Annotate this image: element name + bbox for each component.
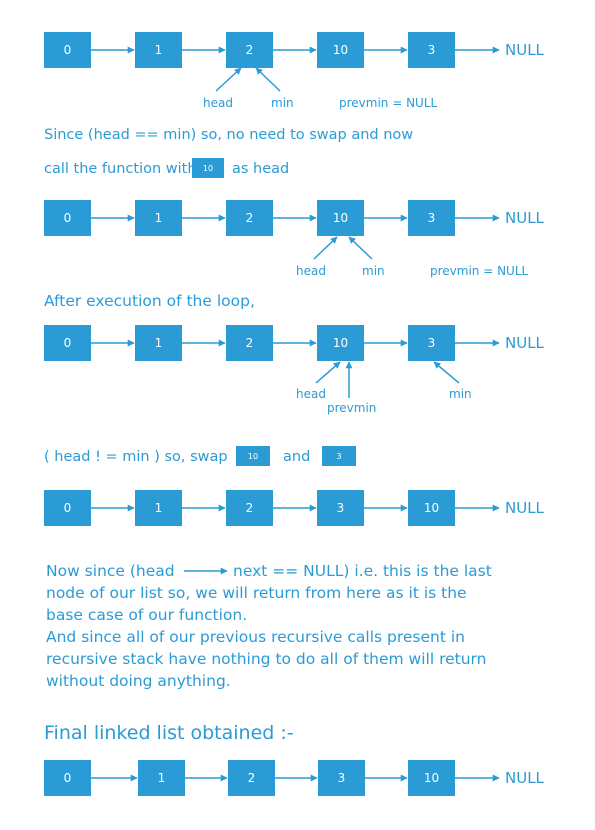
prevmin-label: prevmin = NULL [430,264,529,278]
list-node-value: 0 [64,211,72,225]
swap-node-box-10-label: 10 [248,452,258,461]
min-label: min [362,264,385,278]
paragraph-line-1a: Now since (head [46,562,175,580]
list-node-box [226,32,273,68]
list-node-value: 10 [333,43,348,57]
paragraph-line-2: node of our list so, we will return from… [46,584,467,602]
list-node-value: 3 [338,771,346,785]
final-list-title: Final linked list obtained :- [44,722,294,744]
list-node-box [408,490,455,526]
list-node-box [135,32,182,68]
list-node-value: 1 [155,211,163,225]
list-node-value: 3 [428,336,436,350]
list-node-box [226,325,273,361]
head-label: head [296,264,326,278]
swap-node-box-3-label: 3 [336,452,341,461]
list-node-value: 3 [428,43,436,57]
list-node-box [44,325,91,361]
pointer-arrows-step-1 [215,67,281,92]
list-node-box [408,325,455,361]
paragraph-line-4: And since all of our previous recursive … [46,628,465,646]
null-label: NULL [505,209,545,227]
linked-list-step-1: 0 1 2 10 3 NULL [44,32,545,68]
list-node-box [226,490,273,526]
linked-list-final: 0 1 2 3 10 NULL [44,760,545,796]
list-node-value: 0 [64,501,72,515]
inline-node-box-10 [192,158,224,178]
null-label: NULL [505,499,545,517]
list-node-box [317,200,364,236]
list-node-box [408,760,455,796]
explanation-line-2-tail: as head [232,161,289,177]
list-node-value: 1 [155,336,163,350]
linked-list-step-3: 0 1 2 10 3 NULL [44,325,545,361]
list-node-box [408,32,455,68]
list-node-value: 0 [64,771,72,785]
explanation-line-2: call the function with [44,161,197,177]
list-node-value: 1 [155,43,163,57]
prevmin-label: prevmin [327,401,376,415]
list-node-value: 0 [64,43,72,57]
head-pointer-arrow [315,361,341,384]
min-label: min [271,96,294,110]
list-node-value: 10 [333,211,348,225]
list-node-box [228,760,275,796]
swap-condition-text: ( head ! = min ) so, swap [44,449,228,465]
min-pointer-arrow [255,67,281,92]
list-node-box [317,490,364,526]
list-node-value: 2 [246,336,254,350]
swap-and-text: and [283,449,310,465]
min-label: min [449,387,472,401]
list-node-box [408,200,455,236]
list-node-box [226,200,273,236]
list-node-value: 10 [424,501,439,515]
paragraph-line-5: recursive stack have nothing to do all o… [46,650,486,668]
list-node-box [135,200,182,236]
head-label: head [203,96,233,110]
paragraph-line-1b: next == NULL) i.e. this is the last [233,562,492,580]
list-node-box [135,490,182,526]
inline-node-box-10-label: 10 [203,164,213,173]
min-pointer-arrow [433,361,460,384]
null-label: NULL [505,41,545,59]
list-node-value: 2 [246,43,254,57]
list-node-box [135,325,182,361]
list-node-value: 10 [333,336,348,350]
min-pointer-arrow [348,236,373,260]
pointer-arrows-step-3 [315,361,460,398]
linked-list-step-2: 0 1 2 10 3 NULL [44,200,545,236]
head-pointer-arrow [215,67,242,92]
paragraph-line-6: without doing anything. [46,672,231,690]
explanation-line-1: Since (head == min) so, no need to swap … [44,127,413,143]
pointer-arrows-step-2 [313,236,373,260]
list-node-box [44,32,91,68]
list-node-box [44,200,91,236]
swap-node-box-3 [322,446,356,466]
swap-node-box-10 [236,446,270,466]
paragraph-line-3: base case of our function. [46,606,247,624]
list-node-value: 0 [64,336,72,350]
list-node-value: 1 [158,771,166,785]
null-label: NULL [505,334,545,352]
list-node-value: 2 [246,501,254,515]
list-node-box [318,760,365,796]
list-node-box [44,760,91,796]
linked-list-step-4: 0 1 2 3 10 NULL [44,490,545,526]
null-label: NULL [505,769,545,787]
list-node-box [138,760,185,796]
list-node-box [317,32,364,68]
list-node-value: 1 [155,501,163,515]
list-node-value: 3 [337,501,345,515]
list-node-value: 2 [248,771,256,785]
list-node-value: 2 [246,211,254,225]
head-pointer-arrow [313,236,338,260]
list-node-box [317,325,364,361]
list-node-box [44,490,91,526]
prevmin-label: prevmin = NULL [339,96,438,110]
list-node-value: 3 [428,211,436,225]
after-loop-text: After execution of the loop, [44,292,255,310]
list-node-value: 10 [424,771,439,785]
head-label: head [296,387,326,401]
